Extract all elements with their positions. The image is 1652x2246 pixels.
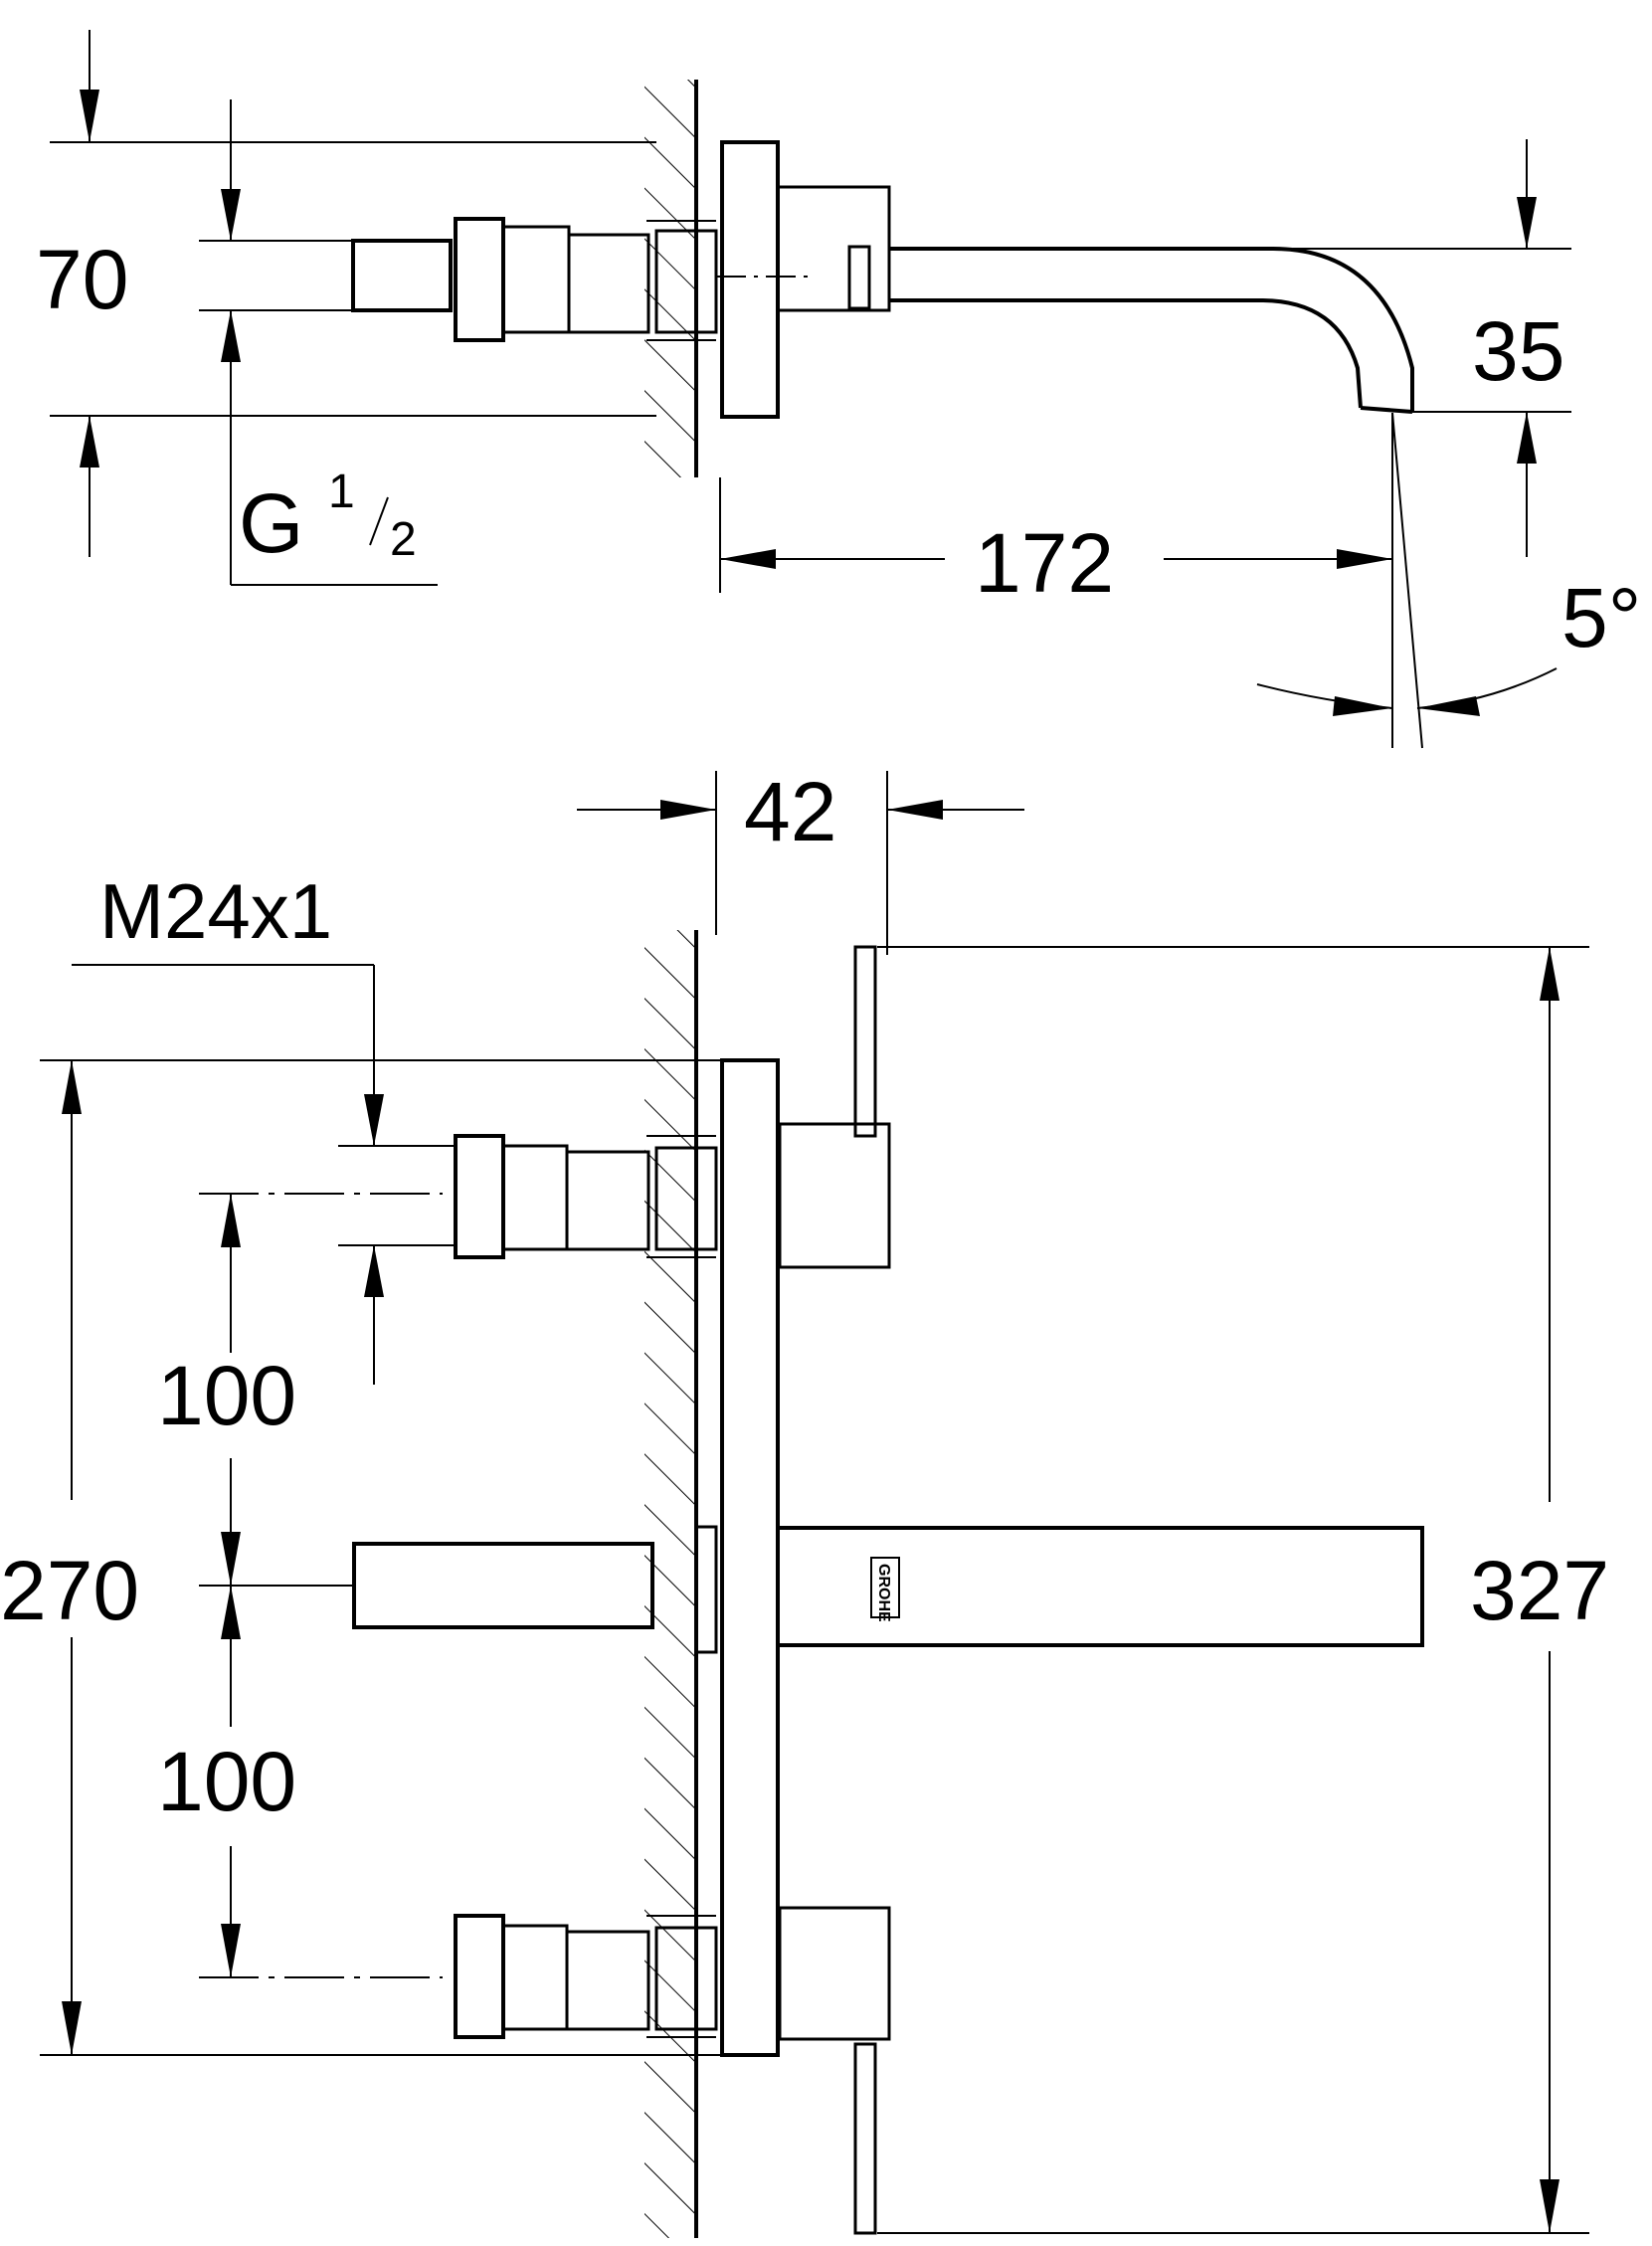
svg-text:GROHE: GROHE bbox=[875, 1564, 892, 1622]
thread-label-m24: M24x1 bbox=[99, 867, 332, 955]
dim-height-top: 70 bbox=[36, 233, 128, 326]
upper-valve-connector bbox=[454, 1134, 718, 1259]
dim-overall: 327 bbox=[1470, 1544, 1609, 1637]
front-view: 42 GROHE bbox=[0, 765, 1609, 2238]
spout-top bbox=[847, 245, 1414, 414]
upper-handle bbox=[778, 945, 891, 1269]
lower-valve-connector bbox=[454, 1914, 718, 2039]
spout-front: GROHE bbox=[352, 1525, 1424, 1654]
lower-handle bbox=[778, 1906, 891, 2235]
top-view: 70 G 1 2 35 172 5° bbox=[36, 30, 1641, 749]
dim-outlet-drop: 35 bbox=[1472, 304, 1564, 398]
dim-spacing-upper: 100 bbox=[157, 1349, 296, 1442]
grohe-logo: GROHE bbox=[870, 1557, 900, 1622]
dim-total-height: 270 bbox=[0, 1544, 139, 1637]
thread-label-num: 1 bbox=[328, 466, 355, 518]
dim-projection: 172 bbox=[975, 516, 1114, 610]
dim-angle: 5° bbox=[1561, 571, 1641, 664]
dim-spacing-lower: 100 bbox=[157, 1735, 296, 1828]
dim-depth: 42 bbox=[744, 765, 836, 858]
wall-hatch-top bbox=[644, 80, 696, 477]
thread-label-g: G bbox=[239, 476, 303, 570]
thread-label-den: 2 bbox=[390, 513, 417, 566]
valve-connector-top bbox=[351, 217, 718, 342]
